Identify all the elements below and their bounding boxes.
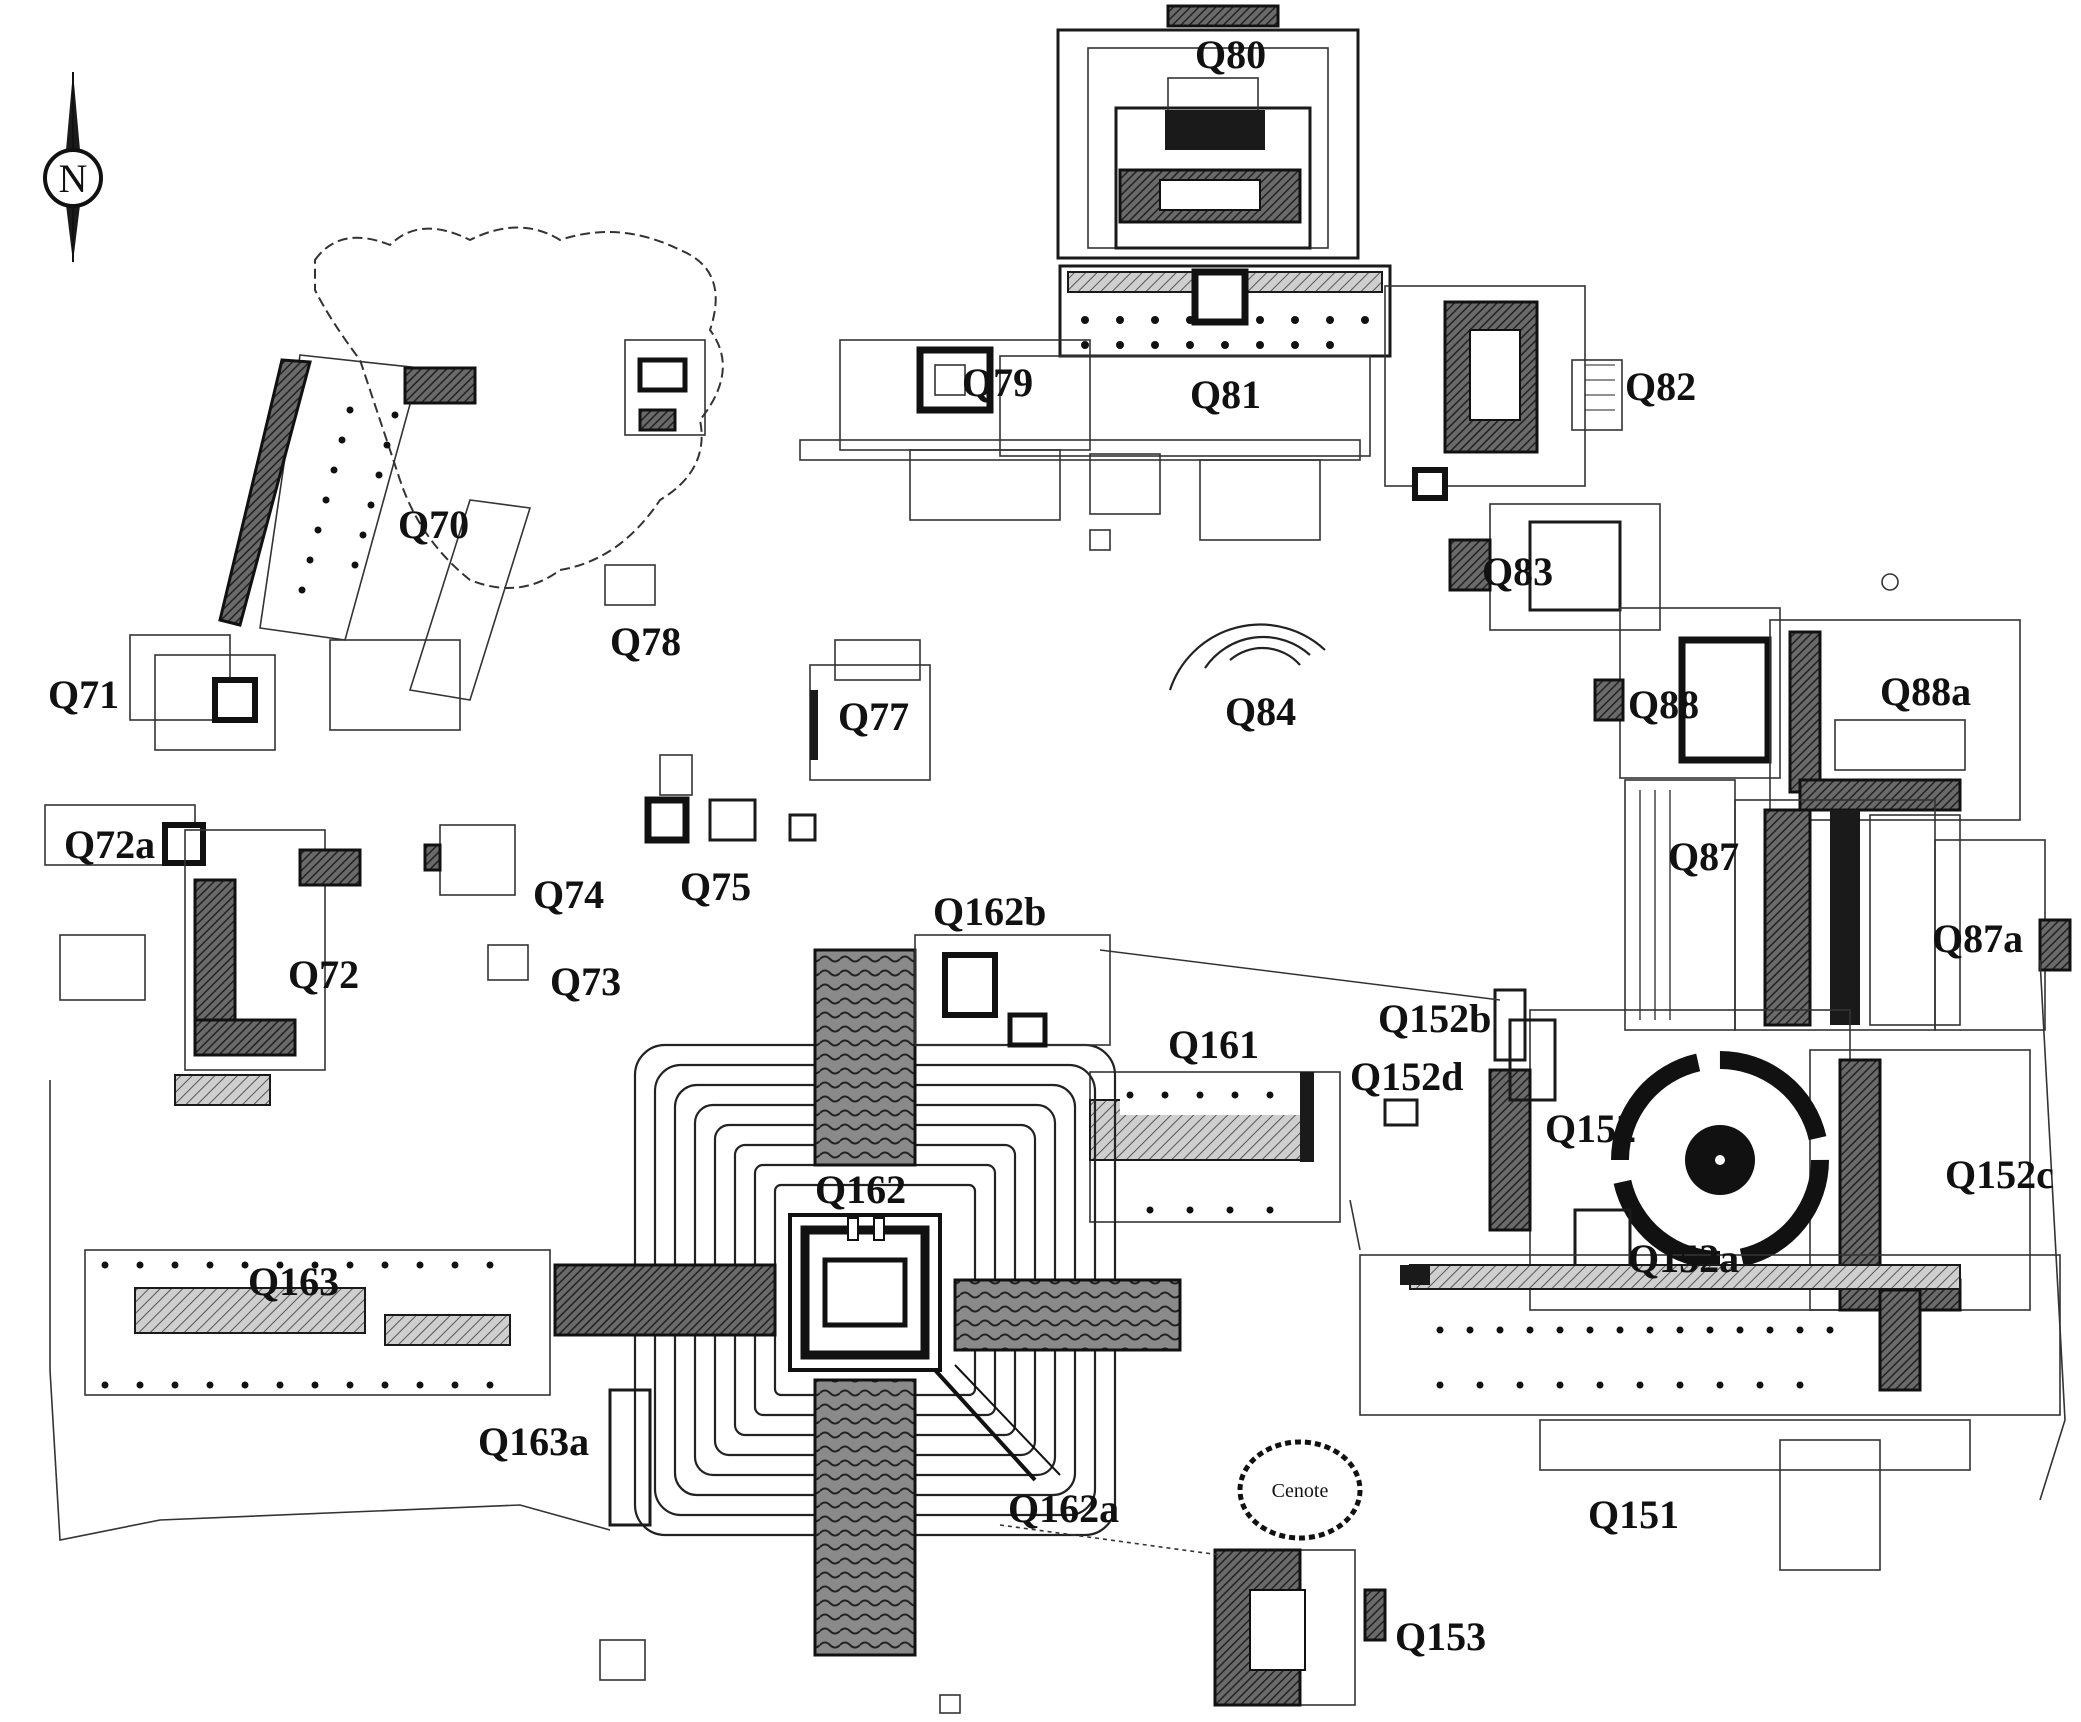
structure-q75	[644, 754, 817, 844]
q163-columns	[101, 1261, 494, 1389]
label-q152b: Q152b	[1378, 996, 1491, 1041]
north-label: N	[59, 156, 88, 201]
structure-q73	[487, 944, 529, 981]
label-q77: Q77	[838, 694, 909, 739]
label-q163a: Q163a	[478, 1419, 589, 1464]
label-q161: Q161	[1168, 1022, 1259, 1067]
label-q162b: Q162b	[933, 889, 1046, 934]
structure-q87a	[1869, 814, 2072, 1031]
q151-columns	[1436, 1326, 1834, 1389]
label-q79: Q79	[962, 360, 1033, 405]
structure-q80	[1056, 4, 1360, 260]
label-q151: Q151	[1588, 1492, 1679, 1537]
structure-q88a	[1769, 619, 2021, 821]
structure-q152d	[1383, 1098, 1419, 1127]
structure-q162b	[914, 934, 1111, 1048]
label-q152: Q152	[1545, 1106, 1636, 1151]
label-q80: Q80	[1195, 32, 1266, 77]
cenote-outline	[1237, 1439, 1363, 1541]
label-q152c: Q152c	[1945, 1152, 2054, 1197]
structure-q82	[1384, 285, 1623, 501]
q70-columns	[298, 406, 399, 594]
structure-q153	[1213, 1548, 1387, 1707]
label-q162: Q162	[815, 1167, 906, 1212]
label-q83: Q83	[1482, 549, 1553, 594]
label-q87a: Q87a	[1932, 916, 2023, 961]
structure-q88	[1593, 607, 1781, 779]
label-q78: Q78	[610, 619, 681, 664]
structure-q74	[423, 824, 516, 896]
structure-q77	[809, 639, 931, 781]
site-boundary	[49, 949, 2066, 1714]
structure-q72a	[44, 804, 206, 866]
label-q72a: Q72a	[64, 822, 155, 867]
label-q153: Q153	[1395, 1614, 1486, 1659]
structure-q72	[59, 829, 362, 1106]
structure-q81	[799, 264, 1392, 551]
label-q84: Q84	[1225, 689, 1296, 734]
structure-q152b	[1493, 988, 1527, 1062]
structure-q78	[604, 564, 656, 606]
structure-q79	[916, 346, 994, 414]
structure-q70	[218, 339, 706, 731]
structure-q84	[1168, 623, 1326, 691]
structure-q151	[1359, 1254, 2061, 1571]
label-q75: Q75	[680, 864, 751, 909]
structure-q71	[129, 634, 276, 751]
q81-columns	[1081, 316, 1369, 349]
label-q152d: Q152d	[1350, 1054, 1463, 1099]
label-cenote: Cenote	[1272, 1480, 1329, 1502]
label-q81: Q81	[1190, 372, 1261, 417]
north-arrow-icon	[43, 72, 103, 262]
q161-columns	[1126, 1091, 1274, 1214]
label-q88: Q88	[1628, 682, 1699, 727]
label-q74: Q74	[533, 872, 604, 917]
structure-q161	[1089, 1071, 1341, 1223]
label-q73: Q73	[550, 959, 621, 1004]
label-q152a: Q152a	[1628, 1236, 1739, 1281]
label-q72: Q72	[288, 952, 359, 997]
label-q87: Q87	[1668, 834, 1739, 879]
marker-circle	[1881, 573, 1899, 591]
label-q163: Q163	[248, 1259, 339, 1304]
vegetation-outline	[314, 226, 724, 589]
label-q88a: Q88a	[1880, 669, 1971, 714]
label-q162a: Q162a	[1008, 1486, 1119, 1531]
structure-q163	[84, 1249, 652, 1527]
label-q71: Q71	[48, 672, 119, 717]
structure-q83	[1448, 503, 1661, 631]
structure-q162	[553, 948, 1182, 1657]
label-q82: Q82	[1625, 364, 1696, 409]
label-q70: Q70	[398, 502, 469, 547]
structure-q87	[1624, 779, 1936, 1031]
